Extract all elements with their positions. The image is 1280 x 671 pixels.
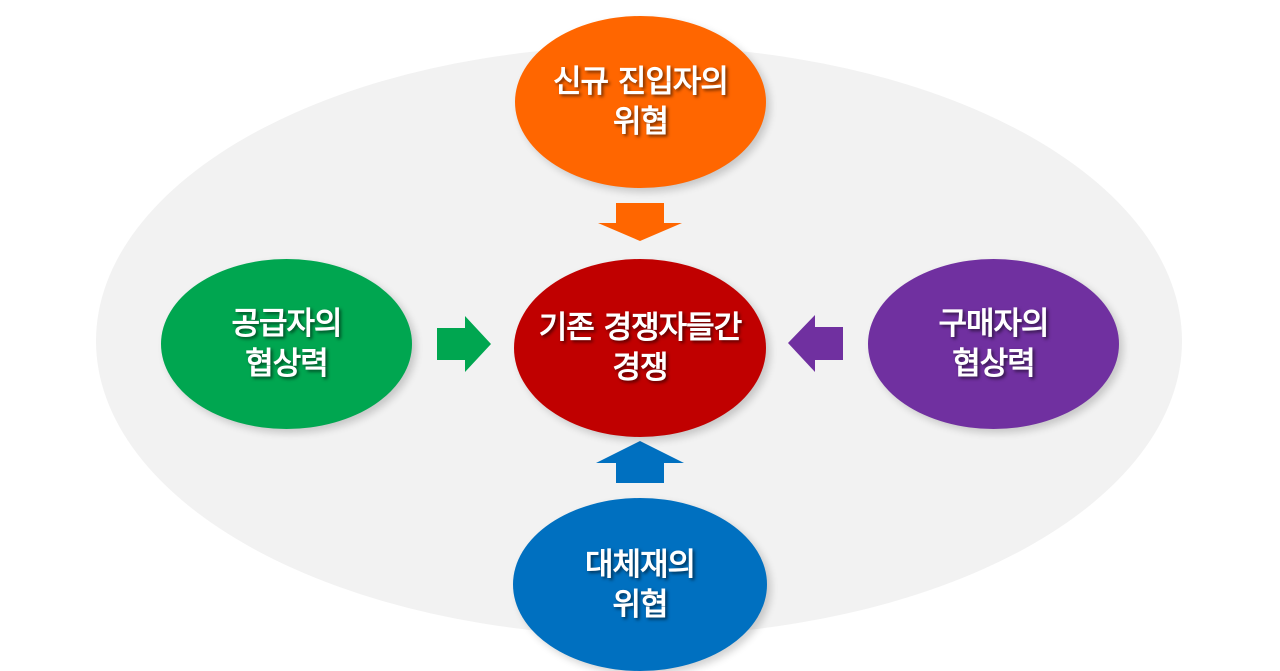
node-label-line2: 협상력 (245, 346, 329, 382)
node-label: 구매자의 협상력 (938, 304, 1049, 384)
arrow-up-shape (596, 441, 684, 483)
node-label: 대체재의 위협 (584, 545, 696, 625)
arrow-right-shape (437, 316, 491, 372)
competitive-rivalry-node: 기존 경쟁자들간 경쟁 (514, 259, 766, 437)
arrow-left-icon (788, 315, 843, 372)
node-label-line2: 협상력 (952, 346, 1036, 382)
buyer-power-node: 구매자의 협상력 (868, 259, 1119, 429)
threat-of-new-entrants-node: 신규 진입자의 위협 (515, 16, 766, 188)
arrow-right-icon (437, 316, 491, 372)
threat-of-substitutes-node: 대체재의 위협 (513, 498, 767, 671)
arrow-left-shape (788, 315, 843, 372)
arrow-down-icon (598, 203, 682, 241)
node-label-line2: 경쟁 (612, 350, 668, 386)
node-label-line1: 공급자의 (231, 306, 342, 342)
node-label-line1: 기존 경쟁자들간 (538, 310, 742, 346)
arrow-up-icon (596, 441, 684, 483)
node-label-line2: 위협 (612, 104, 669, 140)
node-label-line1: 구매자의 (938, 306, 1049, 342)
arrow-down-shape (598, 203, 682, 241)
node-label: 신규 진입자의 위협 (553, 62, 729, 142)
node-label-line2: 위협 (612, 586, 668, 623)
supplier-power-node: 공급자의 협상력 (161, 259, 412, 429)
node-label: 공급자의 협상력 (231, 304, 342, 384)
node-label-line1: 신규 진입자의 (553, 64, 729, 100)
node-label-line1: 대체재의 (584, 546, 696, 583)
node-label: 기존 경쟁자들간 경쟁 (538, 308, 742, 388)
